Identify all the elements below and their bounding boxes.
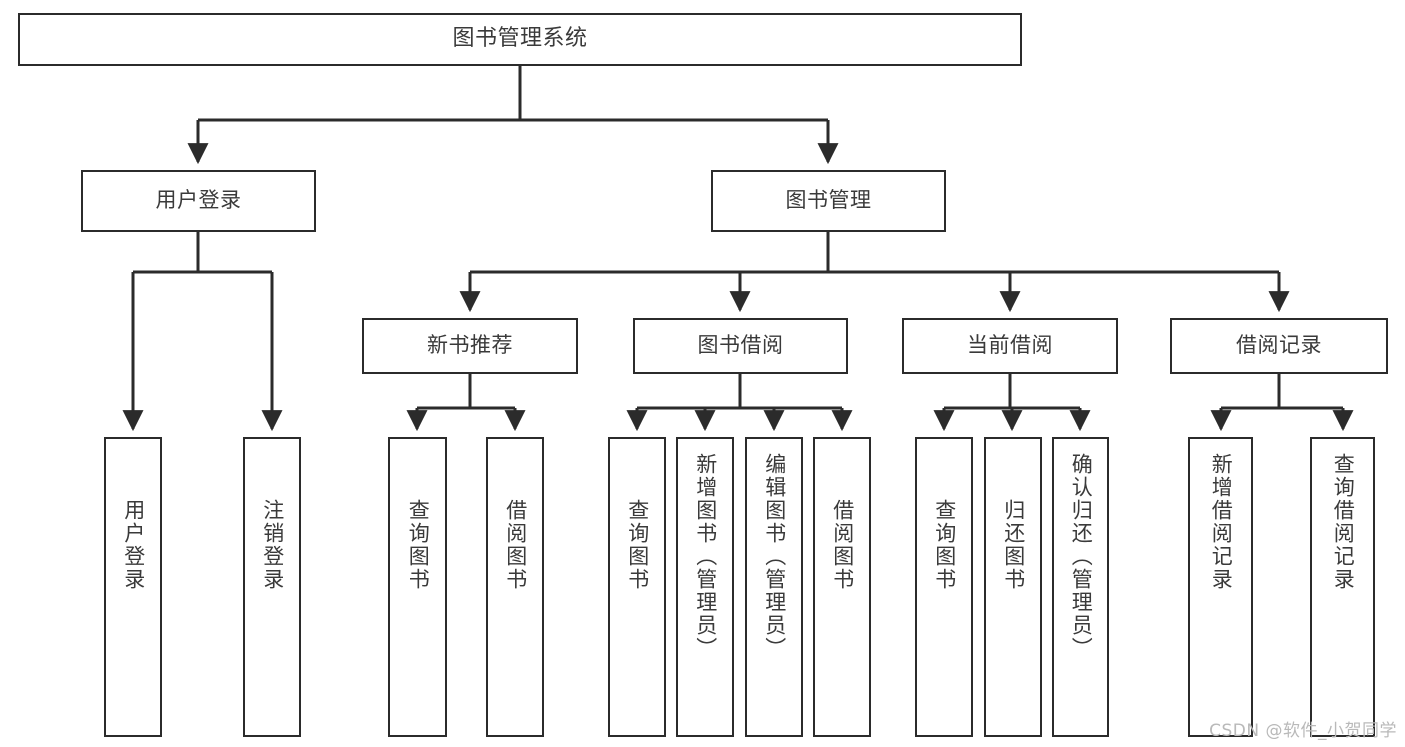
leaf-new-book-borrow-book[interactable]: 借阅图书 [486,437,544,737]
leaf-borrow-record-add-record[interactable]: 新增借阅记录 [1188,437,1253,737]
node-label: 用户登录 [155,188,242,213]
node-label: 用户登录 [121,499,146,591]
leaf-user-login-logout[interactable]: 注销登录 [243,437,301,737]
leaf-user-login-login[interactable]: 用户登录 [104,437,162,737]
node-label: 查询借阅记录 [1331,453,1356,591]
node-new-book-recommend[interactable]: 新书推荐 [362,318,578,374]
node-label: 新增借阅记录 [1209,453,1234,591]
node-label: 借阅记录 [1236,333,1322,358]
node-label: 确认归还（管理员） [1069,453,1094,660]
leaf-current-borrow-return-book[interactable]: 归还图书 [984,437,1042,737]
leaf-current-borrow-confirm-return-admin[interactable]: 确认归还（管理员） [1052,437,1109,737]
leaf-book-borrow-query-book[interactable]: 查询图书 [608,437,666,737]
node-label: 注销登录 [260,499,285,591]
node-label: 查询图书 [625,499,650,591]
leaf-book-borrow-add-book-admin[interactable]: 新增图书（管理员） [676,437,734,737]
node-label: 查询图书 [406,499,431,591]
node-label: 新书推荐 [427,333,513,358]
node-current-borrow[interactable]: 当前借阅 [902,318,1118,374]
node-root-book-management-system[interactable]: 图书管理系统 [18,13,1022,66]
node-label: 编辑图书（管理员） [762,453,787,660]
node-book-borrow[interactable]: 图书借阅 [633,318,848,374]
leaf-borrow-record-query-record[interactable]: 查询借阅记录 [1310,437,1375,737]
leaf-new-book-query-book[interactable]: 查询图书 [388,437,447,737]
watermark-csdn: CSDN @软件_小贺同学 [1209,721,1397,741]
node-label: 图书管理 [785,188,872,213]
leaf-book-borrow-edit-book-admin[interactable]: 编辑图书（管理员） [745,437,803,737]
node-label: 借阅图书 [830,499,855,591]
node-label: 图书管理系统 [452,26,588,52]
node-label: 新增图书（管理员） [693,453,718,660]
node-label: 查询图书 [932,499,957,591]
leaf-current-borrow-query-book[interactable]: 查询图书 [915,437,973,737]
node-label: 归还图书 [1001,499,1026,591]
node-book-management[interactable]: 图书管理 [711,170,946,232]
node-user-login[interactable]: 用户登录 [81,170,316,232]
node-label: 当前借阅 [967,333,1053,358]
node-borrow-record[interactable]: 借阅记录 [1170,318,1388,374]
leaf-book-borrow-borrow-book[interactable]: 借阅图书 [813,437,871,737]
node-label: 图书借阅 [697,333,784,358]
node-label: 借阅图书 [503,499,528,591]
